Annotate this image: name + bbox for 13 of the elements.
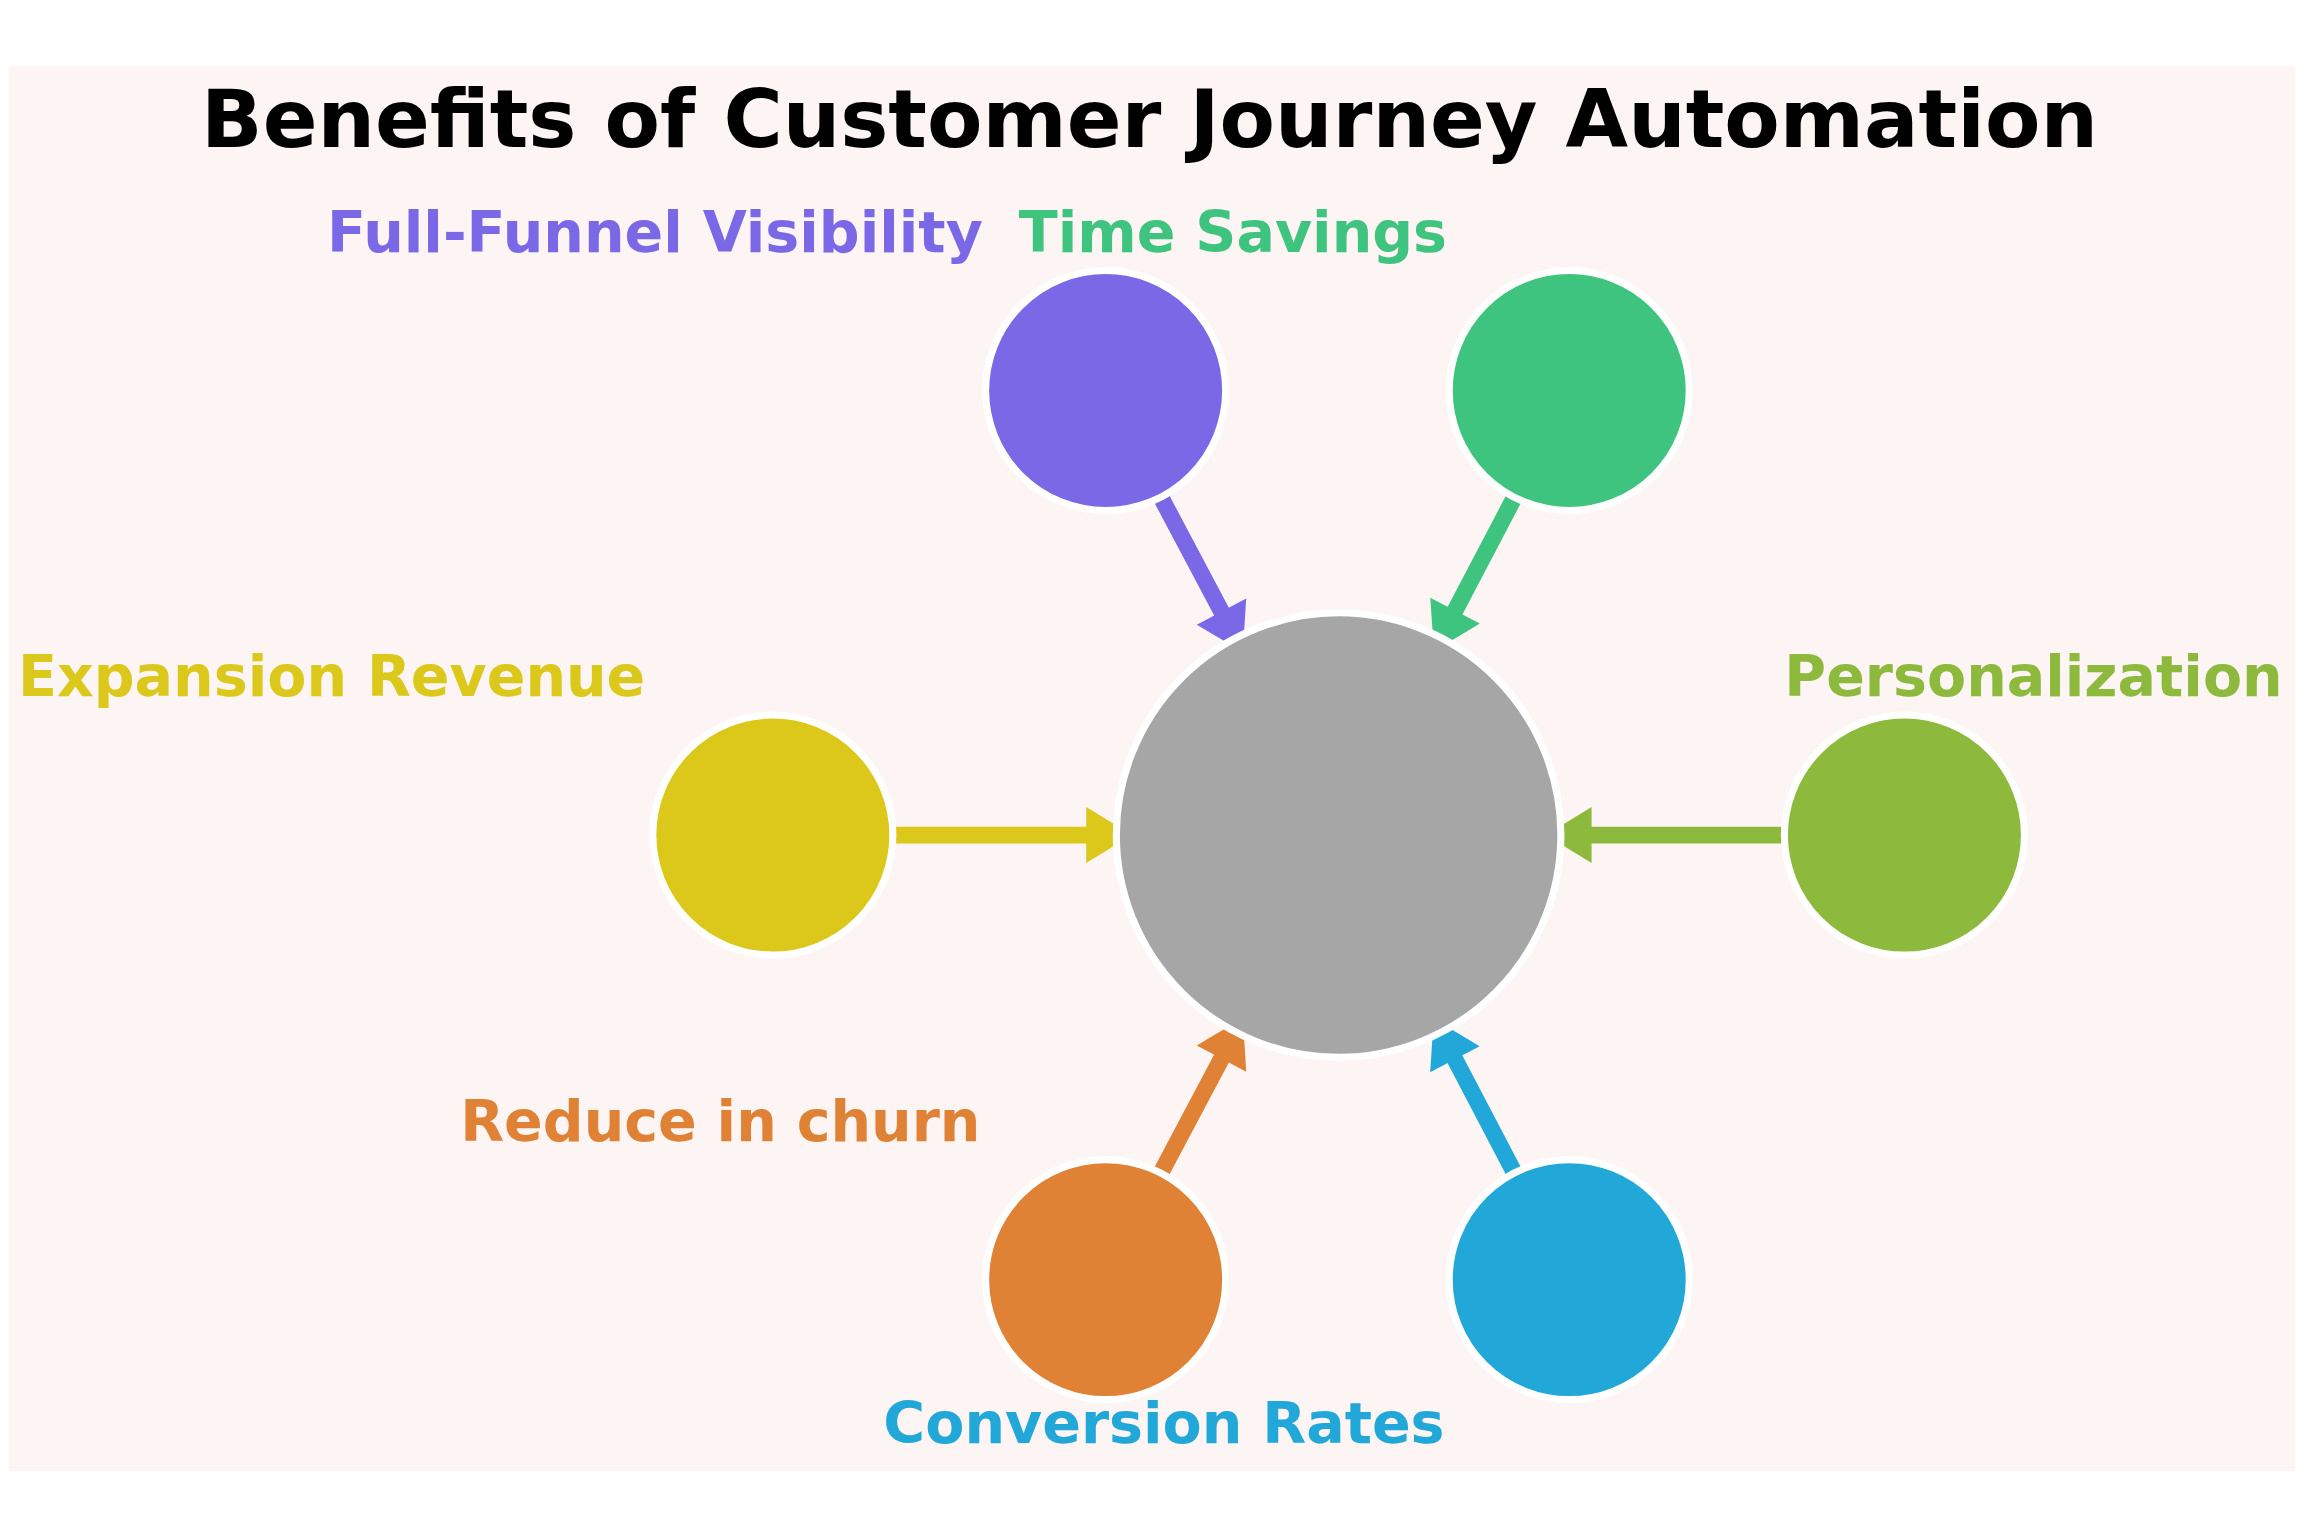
diagram-title: Benefits of Customer Journey Automation <box>201 71 2098 166</box>
node-label: Reduce in churn <box>460 1087 981 1154</box>
node-label: Expansion Revenue <box>18 642 646 709</box>
node-label: Personalization <box>1784 642 2283 709</box>
node-label: Full-Funnel Visibility <box>327 198 983 265</box>
node-label: Conversion Rates <box>883 1389 1445 1456</box>
node-circle <box>1445 266 1693 514</box>
node-label: Time Savings <box>1018 198 1448 265</box>
node-circle <box>982 266 1230 514</box>
node-circle <box>1112 608 1565 1061</box>
node-circle <box>1445 1155 1693 1403</box>
node-circle <box>649 710 897 959</box>
node-circle <box>1780 710 2029 959</box>
